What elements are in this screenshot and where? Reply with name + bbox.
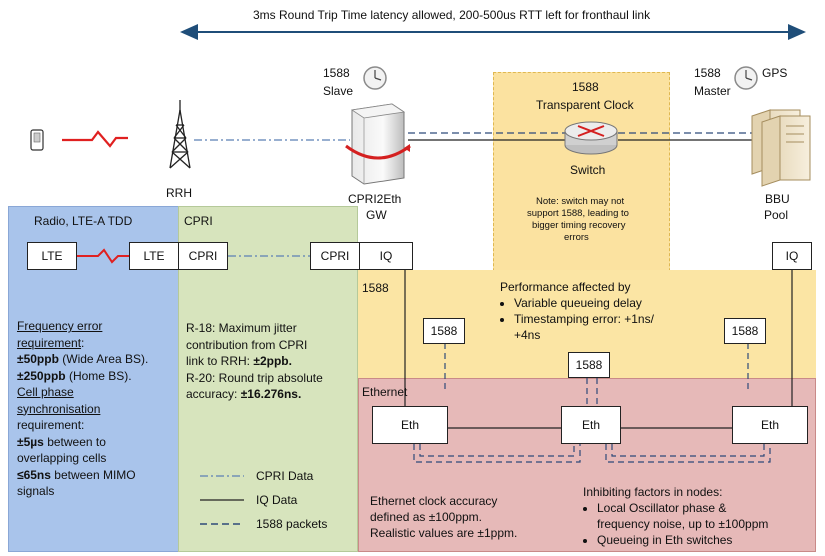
gw-label-line2: GW (366, 208, 387, 222)
eth-box-3: Eth (732, 406, 808, 444)
master-label: Master (694, 84, 731, 98)
ptp-box-2: 1588 (568, 352, 610, 378)
overlap-text-2: overlapping cells (17, 451, 107, 465)
radio-tower-icon (169, 100, 191, 169)
inhibiting-heading: Inhibiting factors in nodes: (583, 485, 723, 499)
eth-box-1: Eth (372, 406, 448, 444)
wireless-link-icon (62, 130, 128, 148)
switch-icon (564, 121, 618, 155)
slave-label: Slave (323, 84, 354, 98)
slave-clock-icon (363, 66, 387, 90)
bbu-label-line2: Pool (764, 208, 789, 222)
performance-heading: Performance affected by (500, 280, 631, 294)
performance-item-cont: +4ns (514, 328, 541, 342)
legend-1588-packets: 1588 packets (256, 517, 328, 531)
lte-box-2: LTE (129, 242, 179, 270)
eth-box-2: Eth (561, 406, 621, 444)
ethernet-accuracy: Ethernet clock accuracy defined as ±100p… (370, 493, 517, 541)
performance-block: Performance affected by Variable queuein… (500, 279, 654, 343)
ptp-region-title: 1588 (362, 281, 389, 295)
lte-box-1: LTE (27, 242, 77, 270)
r20-line1: R-20: Round trip absolute (186, 370, 323, 385)
latency-banner: 3ms Round Trip Time latency allowed, 200… (253, 8, 651, 22)
cpri-requirements: R-18: Maximum jitter contribution from C… (186, 320, 323, 403)
overlap-text: between to (43, 434, 106, 449)
ptp-box-1: 1588 (423, 318, 465, 344)
phase-heading: Cell phase (17, 385, 74, 399)
switch-note-line4: errors (564, 232, 589, 243)
phase-requirement: requirement: (17, 418, 85, 432)
cpri-box-1: CPRI (178, 242, 228, 270)
freq-heading: Frequency error (17, 319, 103, 333)
overlap-value: ±5µs (17, 434, 44, 449)
r20-line2: accuracy: (186, 387, 241, 401)
cpri-region-title: CPRI (184, 214, 213, 228)
home-text: (Home BS). (65, 368, 132, 383)
performance-item: Timestamping error: +1ns/ (514, 311, 654, 327)
tc-label: Transparent Clock (536, 98, 634, 112)
radio-region-title: Radio, LTE-A TDD (34, 214, 133, 228)
legend-iq-data: IQ Data (256, 493, 298, 507)
legend-cpri-data: CPRI Data (256, 469, 314, 483)
home-value: ±250ppb (17, 368, 66, 383)
inhibiting-item: Local Oscillator phase & (597, 500, 768, 516)
switch-note-line1: Note: switch may not (536, 196, 625, 207)
iq-box-1: IQ (359, 242, 413, 270)
freq-heading-2: requirement (17, 335, 82, 350)
inhibiting-item: Queueing in Eth switches (597, 532, 768, 548)
inhibiting-item-cont: frequency noise, up to ±100ppm (597, 517, 769, 531)
wide-area-value: ±50ppb (17, 352, 59, 366)
ethernet-accuracy-line3: Realistic values are ±1ppm. (370, 526, 518, 540)
r18-line3: link to RRH: (186, 354, 254, 368)
rrh-label: RRH (166, 186, 192, 200)
cpri2eth-gateway-icon (345, 103, 411, 185)
mimo-value: ≤65ns (17, 467, 51, 482)
bbu-pool-icon (751, 109, 811, 187)
r18-value: ±2ppb. (253, 354, 292, 368)
slave-1588-label: 1588 (323, 66, 350, 80)
cpri-box-2: CPRI (310, 242, 360, 270)
switch-note-line3: bigger timing recovery (532, 220, 626, 231)
inhibiting-block: Inhibiting factors in nodes: Local Oscil… (583, 484, 768, 548)
performance-item: Variable queueing delay (514, 295, 654, 311)
wide-area-text: (Wide Area BS). (58, 352, 149, 366)
ethernet-accuracy-line1: Ethernet clock accuracy (370, 494, 498, 508)
switch-label: Switch (570, 163, 606, 177)
master-clock-icon (734, 66, 758, 90)
master-1588-label: 1588 (694, 66, 721, 80)
mimo-text: between MIMO (50, 467, 136, 482)
ethernet-region-title: Ethernet (362, 385, 408, 399)
r20-value: ±16.276ns. (240, 387, 302, 401)
radio-requirements: Frequency error requirement: ±50ppb (Wid… (17, 318, 148, 500)
tc-1588-label: 1588 (572, 80, 599, 94)
ptp-box-3: 1588 (724, 318, 766, 344)
r18-line1: R-18: Maximum jitter (186, 321, 297, 335)
gps-label: GPS (762, 66, 788, 80)
switch-note-line2: support 1588, leading to (527, 208, 629, 219)
r18-line2: contribution from CPRI (186, 337, 308, 352)
phase-heading-2: synchronisation (17, 401, 101, 416)
bbu-label-line1: BBU (765, 192, 790, 206)
mimo-text-2: signals (17, 484, 55, 498)
gw-label-line1: CPRI2Eth (348, 192, 402, 206)
iq-box-2: IQ (772, 242, 812, 270)
mobile-phone-icon (30, 129, 44, 151)
ethernet-accuracy-line2: defined as ±100ppm. (370, 510, 482, 524)
freq-colon: : (81, 335, 85, 350)
